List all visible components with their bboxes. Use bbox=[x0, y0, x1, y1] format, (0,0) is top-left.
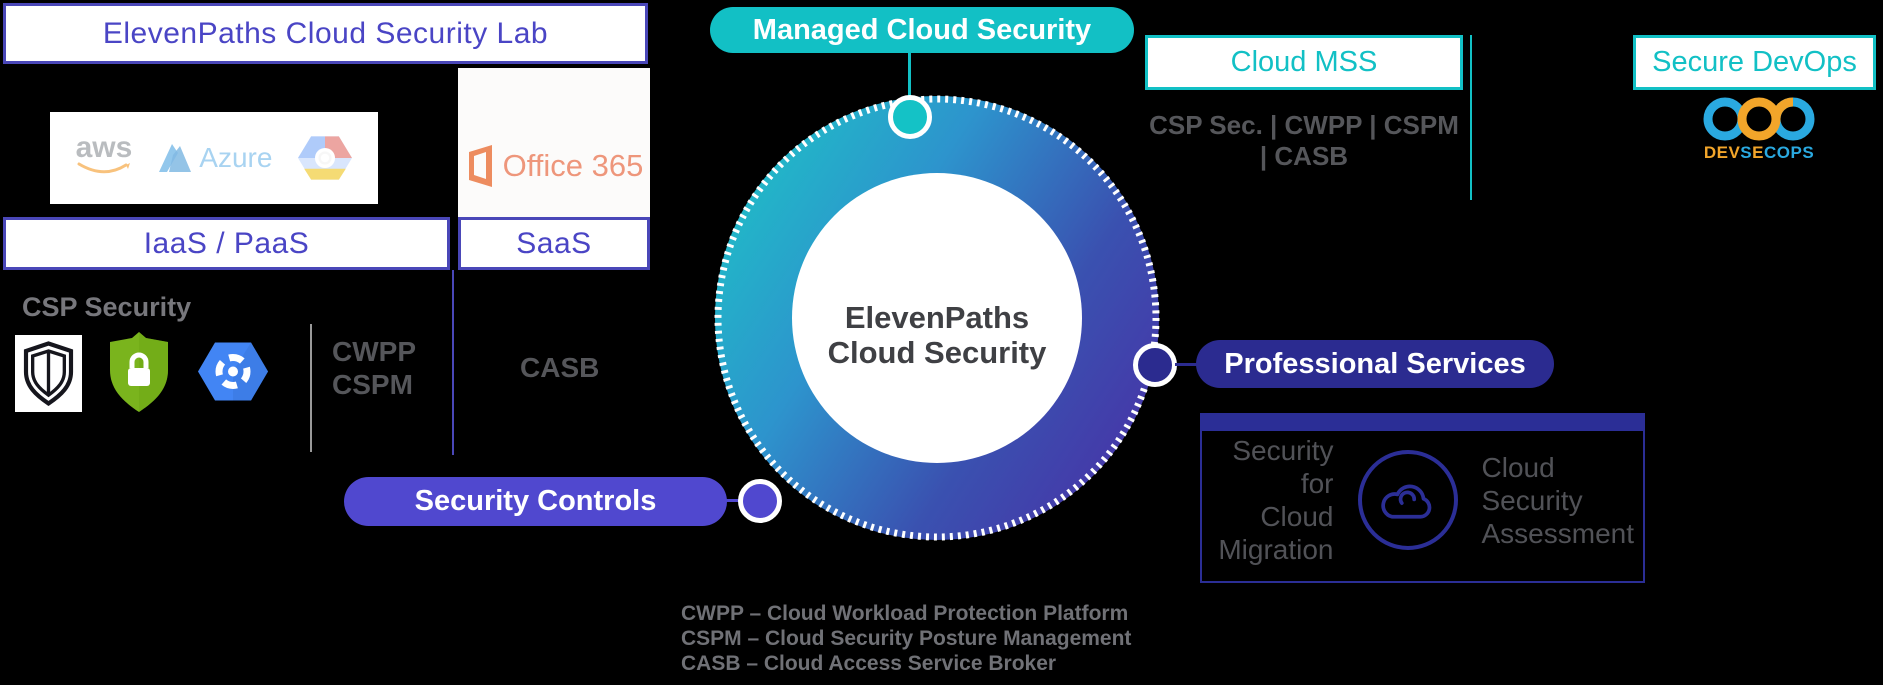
managed-node bbox=[888, 95, 932, 139]
legend-cwpp: CWPP – Cloud Workload Protection Platfor… bbox=[681, 602, 1129, 625]
professional-services-node bbox=[1133, 343, 1177, 387]
azure-logo-text: Azure bbox=[199, 142, 273, 173]
cloud-security-assessment-label: Cloud Security Assessment bbox=[1481, 451, 1635, 549]
security-controls-pill: Security Controls bbox=[344, 477, 727, 526]
google-cloud-logo-icon bbox=[298, 136, 353, 180]
professional-services-pill: Professional Services bbox=[1196, 340, 1554, 388]
saas-label: SaaS bbox=[516, 226, 592, 260]
csp-security-label: CSP Security bbox=[22, 292, 192, 322]
azure-triangle-icon bbox=[159, 144, 192, 172]
professional-services-connector-line bbox=[1175, 363, 1197, 366]
iaas-paas-box: IaaS / PaaS bbox=[3, 217, 450, 270]
devsecops-rings-icon bbox=[1703, 97, 1815, 141]
saas-box: SaaS bbox=[458, 217, 650, 270]
casb-label: CASB bbox=[520, 352, 600, 383]
managed-cloud-security-pill: Managed Cloud Security bbox=[710, 7, 1134, 53]
legend-casb: CASB – Cloud Access Service Broker bbox=[681, 652, 1057, 675]
legend-cspm: CSPM – Cloud Security Posture Management bbox=[681, 627, 1132, 650]
iaas-logos-box: aws Azure bbox=[50, 112, 378, 204]
cwpp-cspm-label: CWPP CSPM bbox=[332, 336, 416, 400]
green-shield-lock-icon bbox=[110, 332, 168, 412]
secure-devops-box: Secure DevOps bbox=[1633, 35, 1876, 90]
managed-connector-line bbox=[908, 53, 911, 101]
cloud-circle-icon bbox=[1357, 450, 1458, 550]
acronym-legend: CWPP – Cloud Workload Protection Platfor… bbox=[681, 601, 1131, 676]
professional-services-box-header bbox=[1202, 415, 1643, 431]
aws-logo-icon: aws bbox=[75, 130, 133, 182]
office365-logo-icon bbox=[468, 145, 492, 187]
cloud-mss-label: Cloud MSS bbox=[1230, 46, 1378, 78]
lab-title-box: ElevenPaths Cloud Security Lab bbox=[3, 3, 648, 64]
office365-logo-text: Office 365 bbox=[502, 148, 644, 183]
devsecops-wordmark: DEVSECOPS bbox=[1703, 143, 1815, 162]
professional-services-box: Security for Cloud Migration Cloud Secur… bbox=[1200, 413, 1645, 583]
cloud-security-command-icon bbox=[198, 342, 268, 401]
azure-logo-icon: Azure bbox=[158, 141, 272, 175]
lab-title: ElevenPaths Cloud Security Lab bbox=[102, 16, 549, 50]
indigo-divider-line bbox=[452, 270, 454, 455]
cloud-mss-box: Cloud MSS bbox=[1145, 35, 1463, 90]
gray-divider-line bbox=[310, 324, 312, 452]
teal-divider-line bbox=[1470, 35, 1472, 200]
aws-logo-text: aws bbox=[75, 130, 133, 164]
secure-devops-label: Secure DevOps bbox=[1652, 46, 1857, 78]
aws-smile-icon bbox=[77, 162, 130, 173]
cloud-mss-services-label: CSP Sec. | CWPP | CSPM | CASB bbox=[1149, 110, 1459, 171]
cloud-security-ring bbox=[714, 95, 1160, 541]
shield-outline-icon bbox=[15, 335, 82, 412]
ring-center-label: ElevenPaths Cloud Security bbox=[827, 300, 1047, 370]
iaas-paas-label: IaaS / PaaS bbox=[143, 226, 310, 260]
security-controls-node bbox=[738, 479, 782, 523]
security-for-cloud-migration-label: Security for Cloud Migration bbox=[1218, 435, 1334, 565]
